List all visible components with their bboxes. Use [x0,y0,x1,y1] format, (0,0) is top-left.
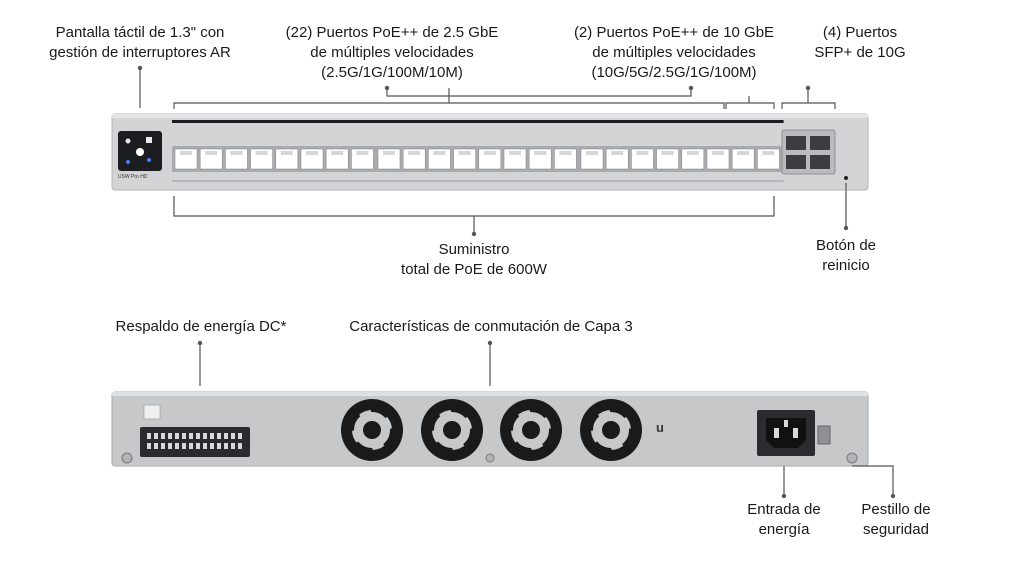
rj45-port [478,148,502,170]
rj45-port [528,148,552,170]
rj45-port-block [172,120,784,182]
rj45-port [250,148,273,170]
dc-backup-label: Respaldo de energía DC* [115,318,287,335]
rj45-port [706,148,730,170]
model-label: USW Pro HD [118,174,148,180]
ports-2-5g-label: (22) Puertos PoE++ de 2.5 GbE de múltipl… [285,24,499,81]
rj45-port [757,148,780,170]
rj45-port [300,148,324,170]
touchscreen-label: Pantalla táctil de 1.3" con gestión de i… [49,24,231,61]
rj45-port [428,148,451,170]
rear-leaders [197,340,896,499]
screw-icon [121,452,133,464]
layer3-label: Características de conmutación de Capa 3 [349,318,633,335]
ports-10g-label: (2) Puertos PoE++ de 10 GbE de múltiples… [573,24,775,81]
rj45-port [631,148,654,170]
fan-icon [580,399,642,461]
front-leaders [137,65,849,237]
security-latch-label: Pestillo de seguridad [861,501,931,538]
rj45-port [377,148,401,170]
screw-icon [846,452,858,464]
rj45-port [580,148,604,170]
rear-panel: u [111,391,869,467]
rj45-port [174,148,198,170]
rj45-port [199,148,223,170]
dc-backup-connector [140,427,250,457]
rj45-port [225,148,248,170]
rj45-port [554,148,577,170]
security-latch [817,425,831,445]
power-socket-icon [757,410,815,456]
rj45-port [325,148,349,170]
rj45-port [605,148,629,170]
rj45-port [453,148,476,170]
sfp-cage [781,129,836,175]
fan-icon [341,399,403,461]
screw-icon [485,453,495,463]
fan-icon [500,399,562,461]
reset-label: Botón de reinicio [815,237,877,274]
poe-budget-label: Suministro total de PoE de 600W [401,241,547,278]
rj45-port [681,148,705,170]
rj45-port [503,148,527,170]
power-input-label: Entrada de energía [747,501,821,538]
sfp-label: (4) Puertos SFP+ de 10G [814,24,906,61]
rj45-port [731,148,755,170]
fan-icon [421,399,483,461]
rj45-port [275,148,299,170]
rj45-port [351,148,374,170]
rj45-port [402,148,426,170]
rj45-port [656,148,679,170]
reset-button [844,176,848,180]
front-panel [111,113,869,191]
ubiquiti-logo-icon: u [656,420,664,435]
